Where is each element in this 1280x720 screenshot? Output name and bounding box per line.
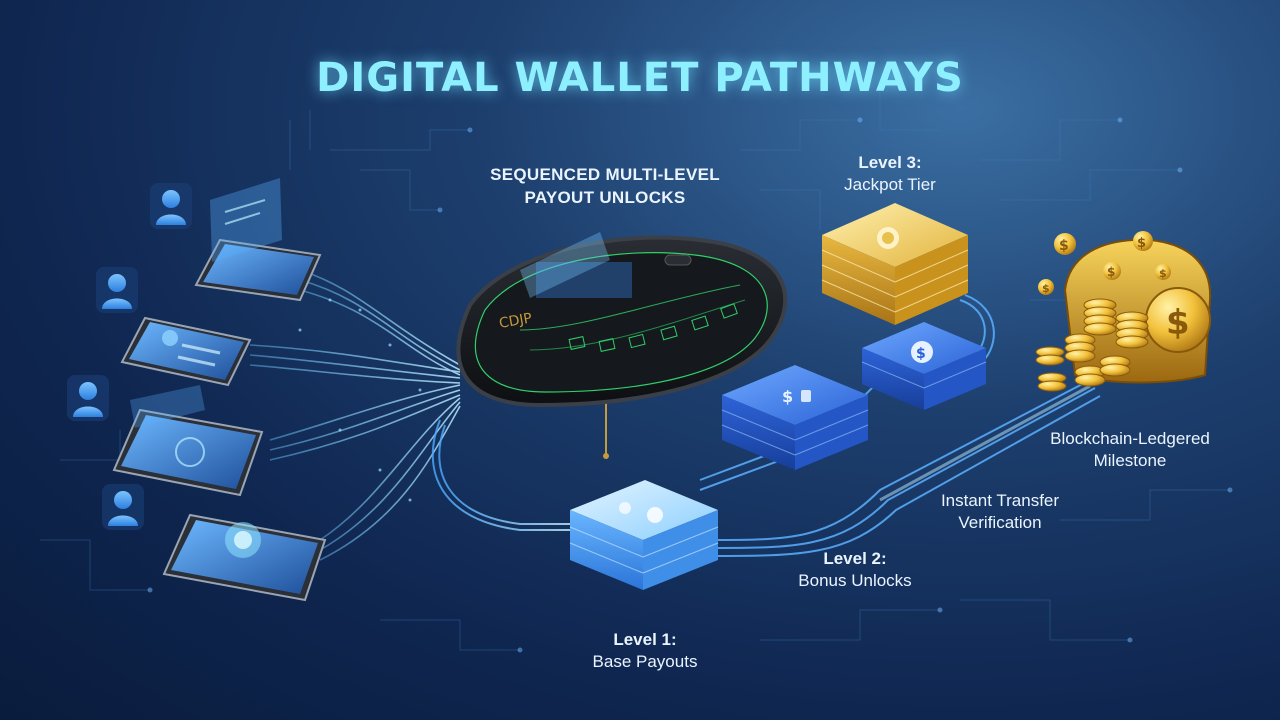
transfer-line-2: Verification [958,513,1042,532]
dollar-icon: $ $ $ $ $ [1038,231,1171,295]
svg-text:$: $ [1042,282,1050,295]
tablet-icon [112,385,264,497]
ledger-line-2: Milestone [1093,451,1167,470]
level-1-caption: Base Payouts [592,652,698,671]
level-1-cube [569,480,719,590]
level-3-caption: Jackpot Tier [844,175,936,194]
transfer-line-1: Instant Transfer [940,491,1060,510]
dollar-icon: $ [782,387,811,406]
subtitle-line-1: SEQUENCED MULTI-LEVEL [490,165,720,184]
level-3-label: Level 3: Jackpot Tier [800,152,980,196]
svg-text:$: $ [782,387,793,406]
transfer-cube: $ [861,322,987,410]
user-icon [150,183,192,229]
dollar-icon [619,502,663,523]
level-3-cube [821,203,969,325]
ledger-line-1: Blockchain-Ledgered [1050,429,1210,448]
svg-text:$: $ [1166,303,1190,343]
ledger-annotation: Blockchain-Ledgered Milestone [1020,428,1240,472]
svg-text:$: $ [1059,238,1069,254]
tablet-icon [194,178,322,302]
svg-text:$: $ [1137,236,1146,251]
level-1-heading: Level 1: [613,630,677,649]
level-3-heading: Level 3: [858,153,922,172]
subtitle-line-2: PAYOUT UNLOCKS [524,188,686,207]
user-icon [96,267,138,313]
level-1-label: Level 1: Base Payouts [555,629,735,673]
page-title: DIGITAL WALLET PATHWAYS [316,55,964,101]
svg-text:$: $ [1159,267,1167,280]
svg-text:$: $ [916,346,926,362]
tablet-icon [120,316,252,387]
level-2-heading: Level 2: [823,549,887,568]
tablet-icon [162,513,327,602]
svg-text:$: $ [1107,265,1115,279]
diagram-subtitle: SEQUENCED MULTI-LEVEL PAYOUT UNLOCKS [455,163,755,209]
coin-icon [877,227,899,249]
level-2-caption: Bonus Unlocks [798,571,912,590]
user-icon [102,484,144,530]
level-2-label: Level 2: Bonus Unlocks [760,548,950,592]
transfer-annotation: Instant Transfer Verification [900,490,1100,534]
level-2-cube: $ [721,365,869,470]
table-text: CDJP [498,310,533,332]
user-icon [67,375,109,421]
coin-icon: $ [911,341,933,363]
